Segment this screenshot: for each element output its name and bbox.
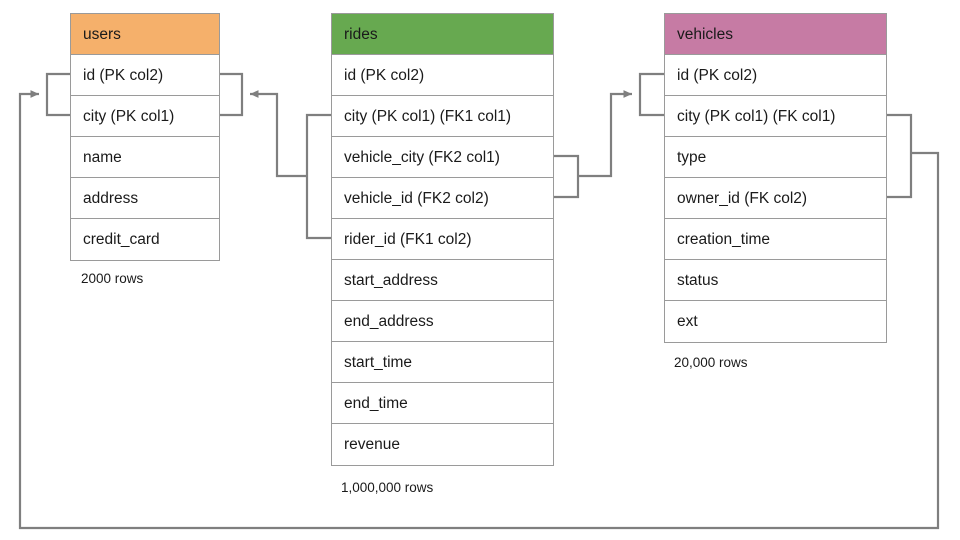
- table-users-column-name[interactable]: name: [71, 137, 219, 178]
- table-users-column-id[interactable]: id (PK col2): [71, 55, 219, 96]
- table-rides-column-vehicle-id[interactable]: vehicle_id (FK2 col2): [332, 178, 553, 219]
- connector-users-right-bracket: [220, 72, 244, 117]
- table-rides-column-city[interactable]: city (PK col1) (FK1 col1): [332, 96, 553, 137]
- table-users-title: users: [83, 26, 121, 43]
- connector-rides-to-users: [250, 90, 307, 178]
- connector-rides-right-bracket: [554, 154, 580, 199]
- table-rides-column-revenue[interactable]: revenue: [344, 436, 401, 453]
- connector-rides-to-vehicles: [578, 90, 632, 178]
- table-rides-header: rides: [332, 14, 553, 55]
- connector-rides-left-bracket: [305, 113, 331, 240]
- table-vehicles-column-city[interactable]: city (PK col1) (FK col1): [665, 96, 886, 137]
- table-vehicles-column-creation-time[interactable]: creation_time: [665, 219, 886, 260]
- table-rides-column-end-address[interactable]: end_address: [332, 301, 553, 342]
- table-vehicles-column-status[interactable]: status: [665, 260, 886, 301]
- table-vehicles-column-owner-id[interactable]: owner_id (FK col2): [665, 178, 886, 219]
- table-rides-column-vehicle-city[interactable]: vehicle_city (FK2 col1): [332, 137, 553, 178]
- table-vehicles-column-id[interactable]: id (PK col2): [665, 55, 886, 96]
- table-users[interactable]: users id (PK col2) city (PK col1) name a…: [70, 13, 220, 261]
- table-vehicles[interactable]: vehicles id (PK col2) city (PK col1) (FK…: [664, 13, 887, 343]
- table-vehicles-title: vehicles: [677, 26, 733, 43]
- table-rides-column-start-address[interactable]: start_address: [332, 260, 553, 301]
- table-vehicles-header: vehicles: [665, 14, 886, 55]
- connector-vehicles-right-bracket: [887, 113, 913, 199]
- table-users-column-credit-card[interactable]: credit_card: [83, 231, 160, 248]
- table-vehicles-column-ext[interactable]: ext: [677, 313, 698, 330]
- table-users-column-city[interactable]: city (PK col1): [71, 96, 219, 137]
- table-rides-column-rider-id[interactable]: rider_id (FK1 col2): [332, 219, 553, 260]
- table-rides-title: rides: [344, 26, 378, 43]
- connector-vehicles-left-bracket: [638, 72, 664, 117]
- table-rides-column-start-time[interactable]: start_time: [332, 342, 553, 383]
- table-vehicles-column-type[interactable]: type: [665, 137, 886, 178]
- table-users-header: users: [71, 14, 219, 55]
- table-rides-column-id[interactable]: id (PK col2): [332, 55, 553, 96]
- table-vehicles-row-count: 20,000 rows: [674, 355, 748, 370]
- table-rides[interactable]: rides id (PK col2) city (PK col1) (FK1 c…: [331, 13, 554, 466]
- connector-users-left-bracket: [45, 72, 70, 117]
- table-rides-row-count: 1,000,000 rows: [341, 480, 434, 495]
- table-rides-column-end-time[interactable]: end_time: [332, 383, 553, 424]
- table-users-row-count: 2000 rows: [81, 271, 144, 286]
- table-users-column-address[interactable]: address: [71, 178, 219, 219]
